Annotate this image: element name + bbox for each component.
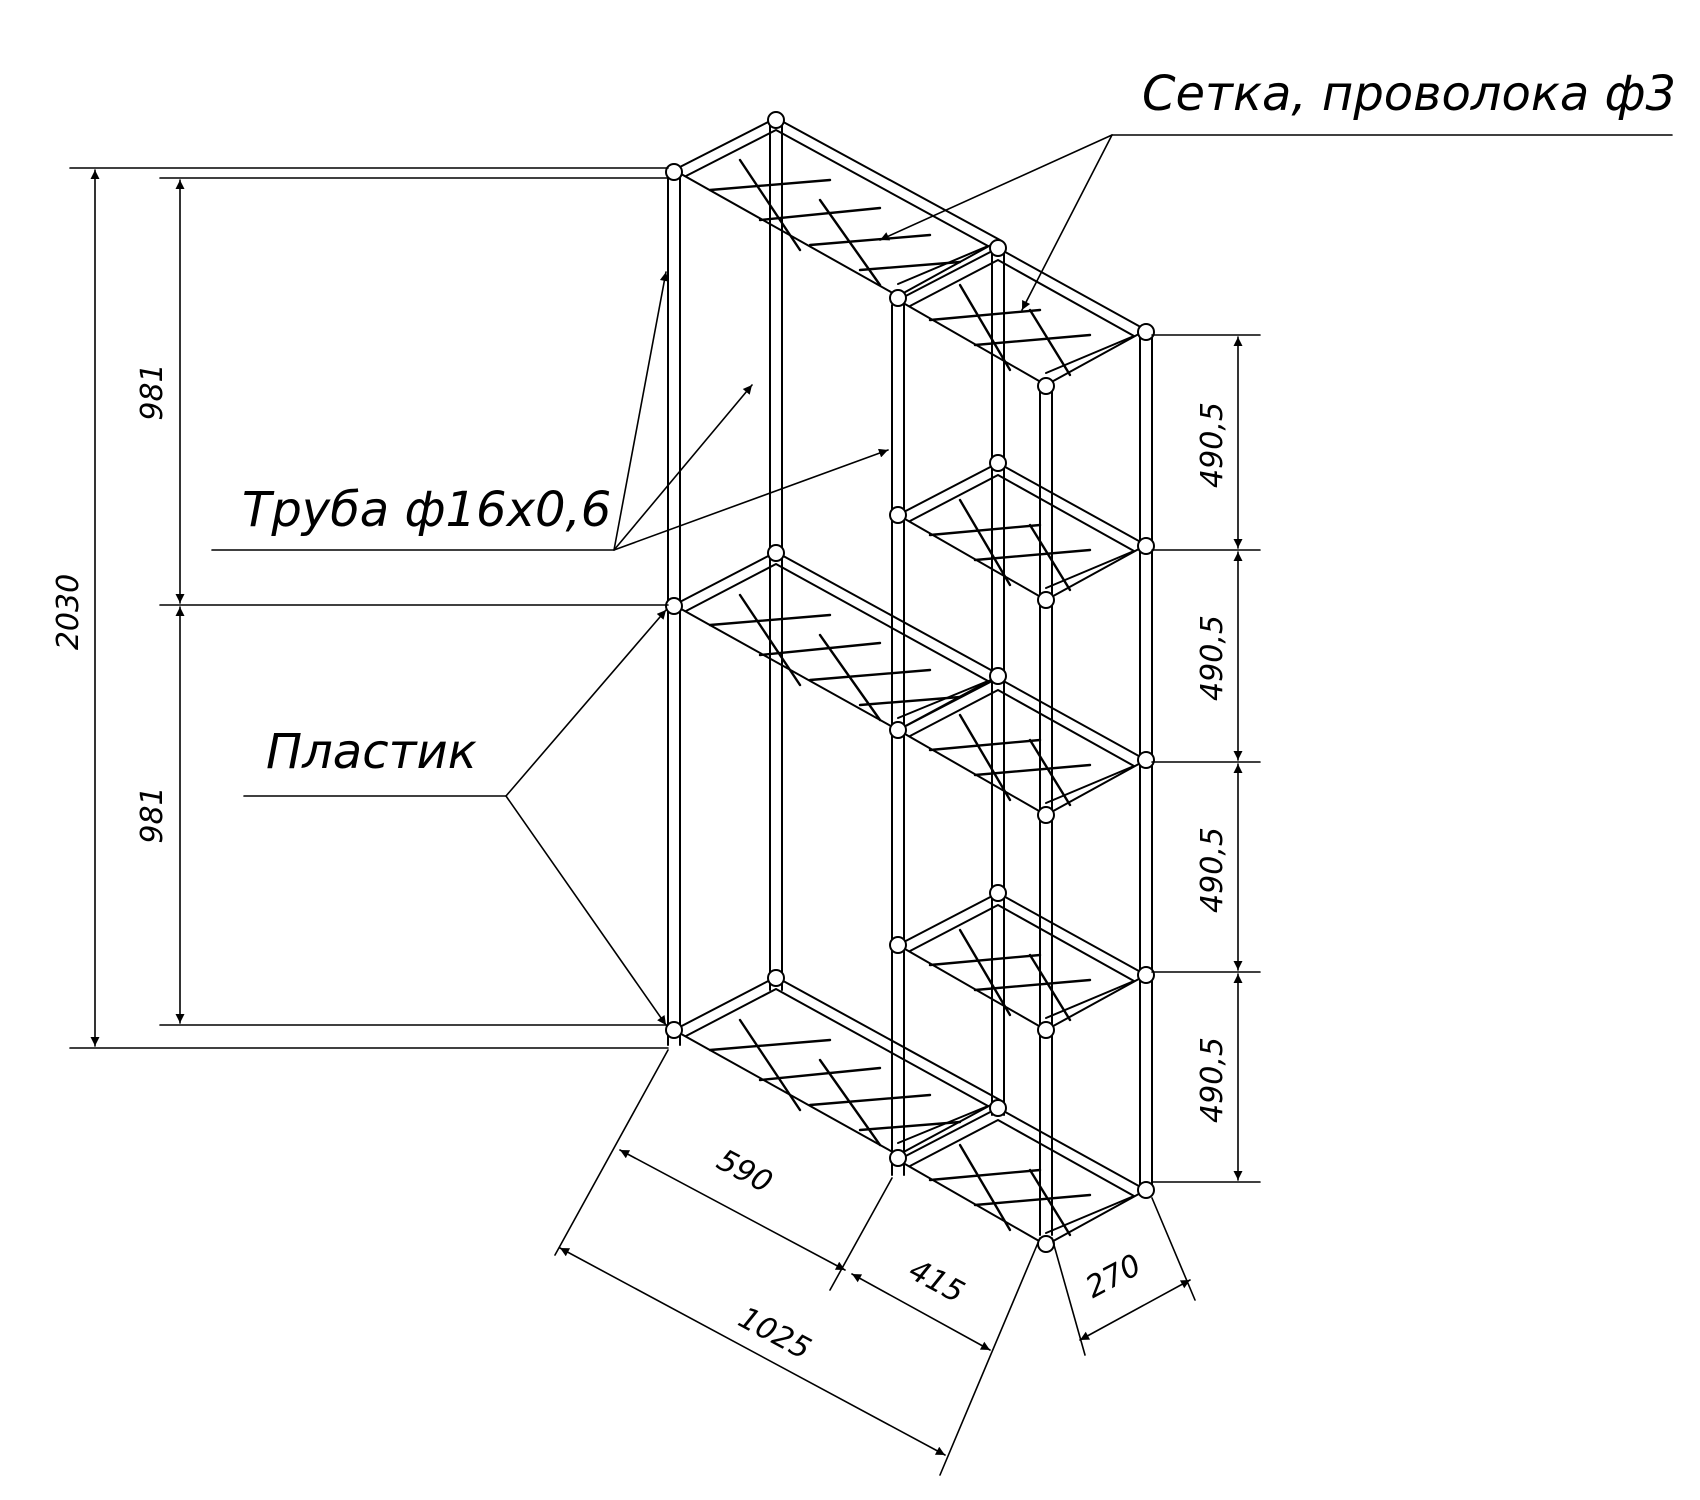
dim-width-total: 1025 <box>733 1300 817 1367</box>
leader-plastic <box>243 609 667 1026</box>
dim-depth: 270 <box>1080 1248 1147 1306</box>
dimension-lines-left <box>69 167 669 1049</box>
dimension-lines-right <box>1151 334 1261 1183</box>
dim-width-right: 415 <box>903 1253 970 1311</box>
dim-shelf-pitch-3: 490,5 <box>1195 827 1230 913</box>
dim-shelf-pitch-1: 490,5 <box>1195 402 1230 488</box>
dim-shelf-pitch-4: 490,5 <box>1195 1037 1230 1123</box>
label-pipe: Труба ф16х0,6 <box>242 482 611 538</box>
dim-total-height: 2030 <box>51 574 86 650</box>
leader-pipe <box>211 271 889 551</box>
dim-shelf-pitch-2: 490,5 <box>1195 615 1230 701</box>
right-shelf-4 <box>897 892 1147 1031</box>
left-shelf-middle <box>673 551 1001 731</box>
dim-width-left: 590 <box>711 1143 778 1201</box>
dim-lower-height: 981 <box>135 786 170 843</box>
dim-upper-height: 981 <box>135 363 170 420</box>
label-plastic: Пластик <box>266 724 477 780</box>
plastic-joints <box>665 111 1155 1253</box>
rack-frame <box>667 124 1153 1236</box>
left-shelf-bottom <box>673 976 1001 1156</box>
dimension-lines-bottom <box>554 1049 1196 1476</box>
right-shelf-2 <box>897 462 1147 601</box>
leader-mesh <box>879 134 1673 311</box>
label-mesh-wire: Сетка, проволока ф3 <box>1142 66 1676 122</box>
